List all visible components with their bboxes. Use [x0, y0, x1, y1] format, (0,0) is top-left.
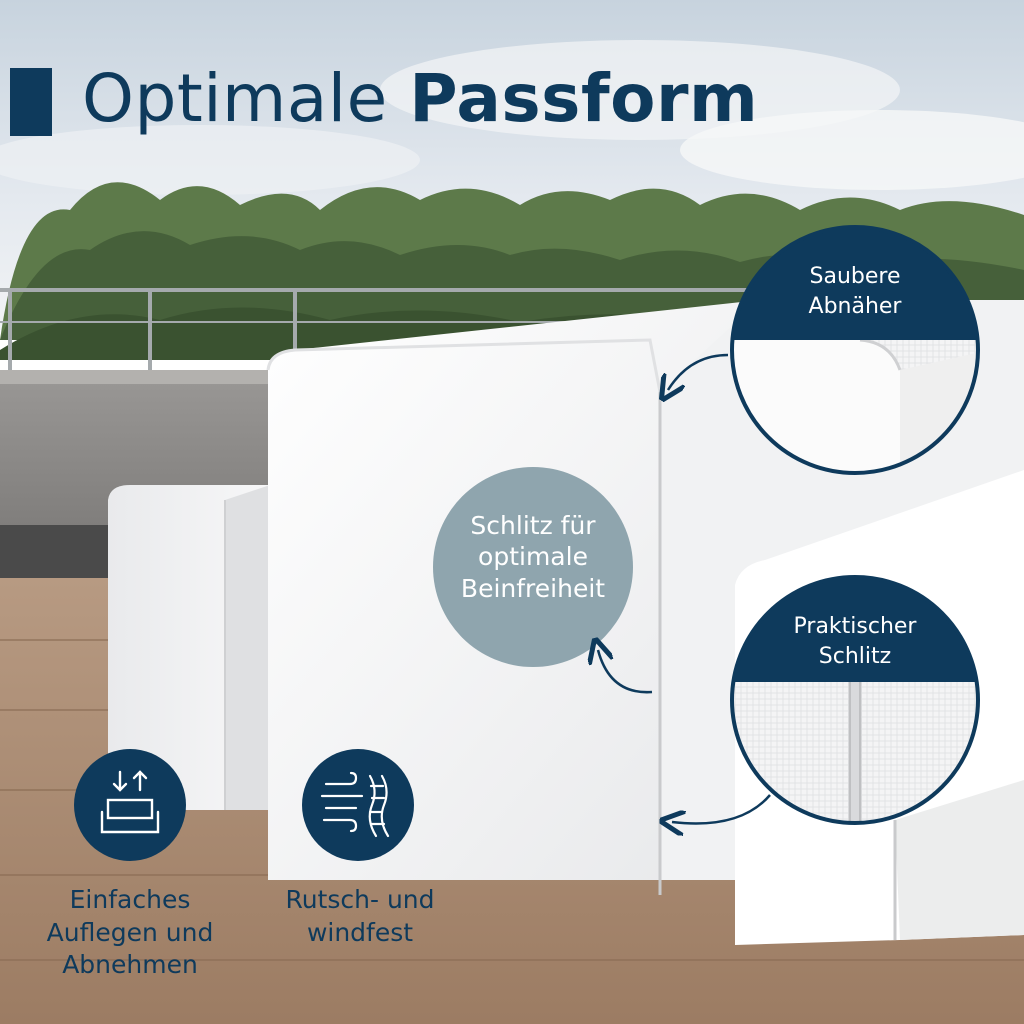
callout-leg-slit-label: Schlitz für optimale Beinfreiheit [460, 511, 606, 603]
headline-light: Optimale [82, 60, 388, 137]
wind-resistant-icon [302, 749, 414, 861]
callout-darts-label: Saubere Abnäher [808, 264, 902, 319]
callout-circle-leg-slit [433, 467, 633, 667]
feature-label-wind-resistant: Rutsch- und windfest [285, 885, 435, 947]
headline: Optimale Passform [82, 66, 758, 132]
headline-square [10, 68, 52, 136]
callout-practical-slit-label: Praktischer Schlitz [793, 614, 917, 669]
headline-bold: Passform [409, 60, 759, 137]
bench-cover-left [108, 485, 270, 810]
callout-arrows [598, 353, 771, 823]
place-remove-icon [74, 749, 186, 861]
feature-label-place-remove: Einfaches Auflegen und Abnehmen [46, 885, 214, 979]
